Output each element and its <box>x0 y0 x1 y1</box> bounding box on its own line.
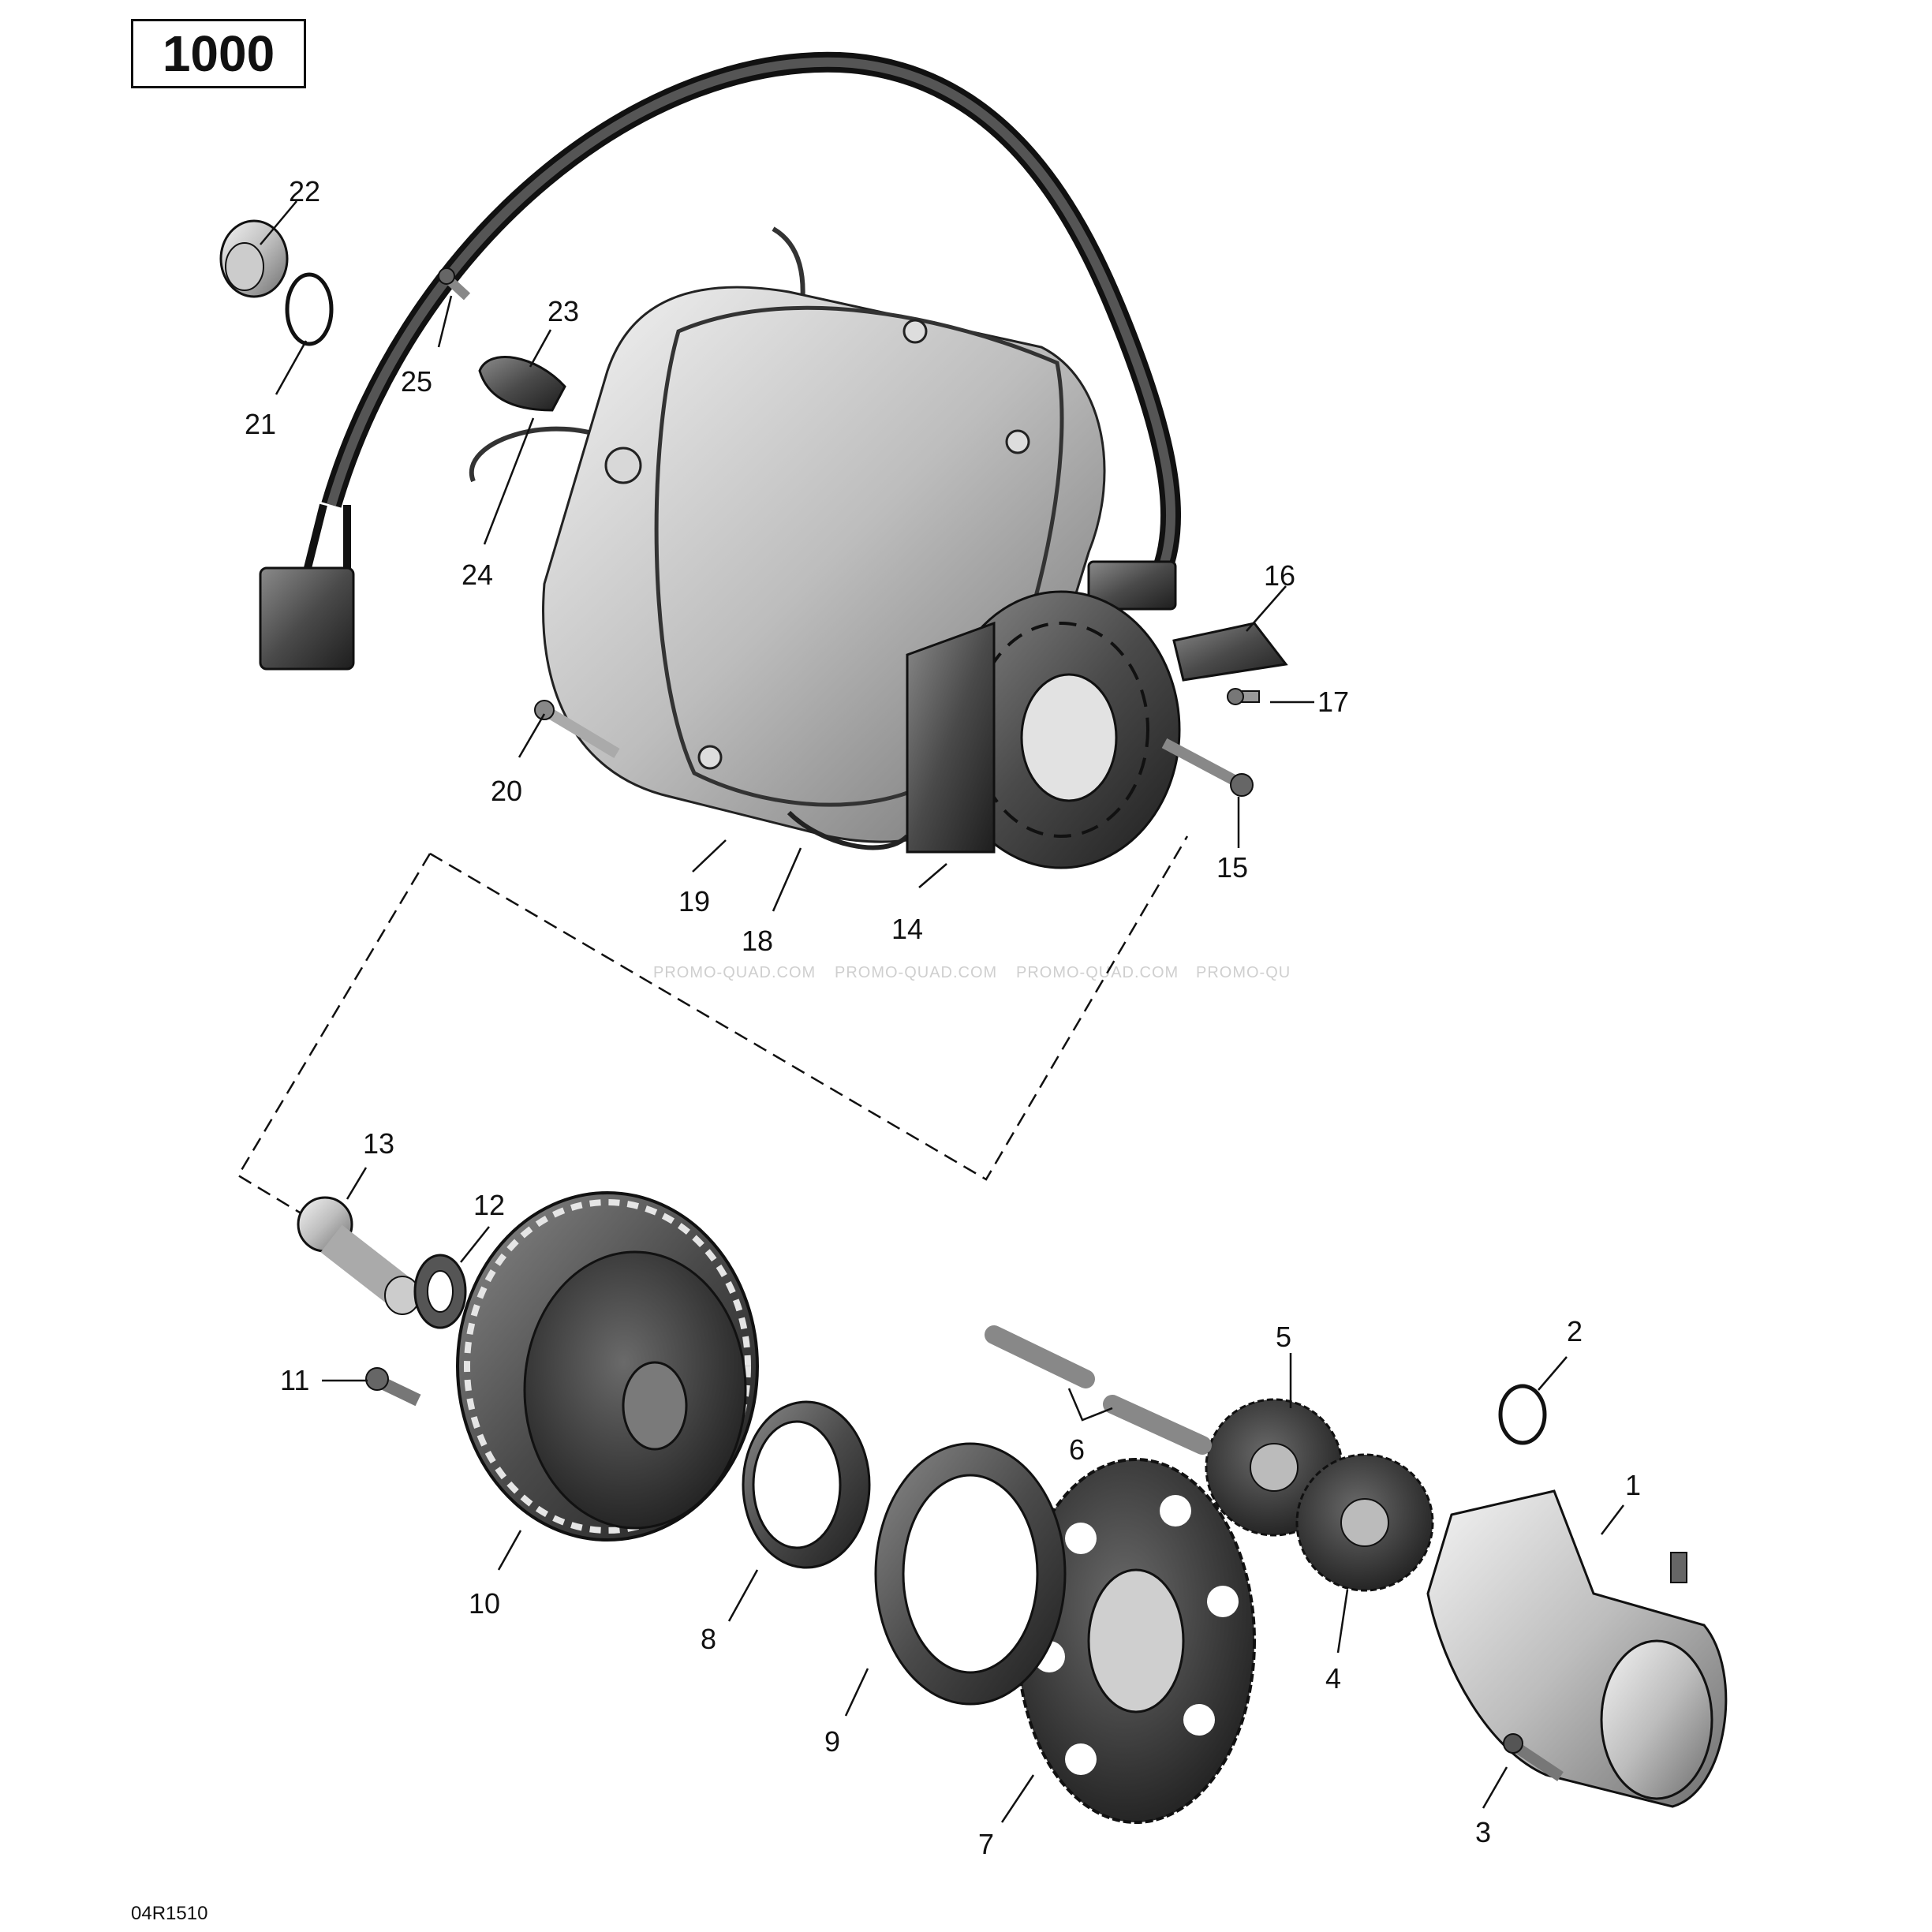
model-label: 1000 <box>131 19 306 88</box>
watermark-text: PROMO-QUA <box>1196 964 1291 981</box>
plug-22 <box>219 219 289 298</box>
assembly-boundary-dashed <box>429 835 1189 1181</box>
sensor-23 <box>478 356 566 412</box>
sprag-bearing <box>742 1400 871 1569</box>
callout-9: 9 <box>824 1725 840 1758</box>
callout-18: 18 <box>742 925 773 957</box>
bolt-13 <box>297 1196 420 1315</box>
callout-20: 20 <box>491 775 522 807</box>
o-ring-2 <box>1498 1384 1547 1445</box>
flywheel <box>456 1191 759 1541</box>
callout-4: 4 <box>1325 1662 1341 1695</box>
callout-1: 1 <box>1625 1469 1641 1501</box>
assembly-boundary-dashed <box>237 853 432 1214</box>
callout-23: 23 <box>547 295 579 327</box>
callouts: 22 21 23 25 24 16 17 15 20 19 18 14 13 1… <box>245 175 1641 1860</box>
callout-6: 6 <box>1069 1433 1085 1466</box>
bolt-20 <box>534 700 620 759</box>
starter-drive-gear <box>1016 1458 1256 1824</box>
callout-17: 17 <box>1317 686 1349 718</box>
callout-22: 22 <box>289 175 320 207</box>
callout-3: 3 <box>1475 1816 1491 1848</box>
watermark-text: PROMO-QUAD.COM <box>653 964 817 981</box>
leader-lines <box>260 200 1624 1823</box>
callout-25: 25 <box>401 365 432 398</box>
callout-14: 14 <box>891 913 923 945</box>
cover-gasket <box>787 810 910 850</box>
screw-17 <box>1227 688 1260 705</box>
gear-4 <box>1295 1453 1434 1592</box>
callout-2: 2 <box>1567 1315 1583 1347</box>
callout-12: 12 <box>473 1189 505 1221</box>
stator <box>906 590 1181 869</box>
callout-15: 15 <box>1216 851 1248 884</box>
callout-7: 7 <box>978 1828 994 1860</box>
bolt-15 <box>1161 738 1254 797</box>
callout-8: 8 <box>701 1623 716 1655</box>
callout-24: 24 <box>462 559 493 591</box>
callout-21: 21 <box>245 408 276 440</box>
wiring-harness <box>259 51 1182 671</box>
sensor-cover-16 <box>1172 622 1288 682</box>
bolt-3 <box>1503 1733 1564 1781</box>
callout-5: 5 <box>1276 1321 1291 1353</box>
callout-11: 11 <box>280 1364 309 1396</box>
washer-12 <box>413 1254 467 1329</box>
drawing-code: 04R1510 <box>131 1903 208 1924</box>
callout-10: 10 <box>469 1587 500 1620</box>
bolt-11 <box>365 1367 421 1407</box>
starter-motor <box>1426 1489 1728 1808</box>
watermark-text: PROMO-QUAD.COM <box>1016 964 1179 981</box>
callout-16: 16 <box>1264 559 1295 592</box>
thrust-washer <box>874 1442 1067 1706</box>
callout-19: 19 <box>678 885 710 917</box>
screw-25 <box>438 267 471 301</box>
callout-13: 13 <box>363 1127 394 1160</box>
o-ring-21 <box>285 272 334 346</box>
shafts-6 <box>985 1325 1212 1455</box>
watermark-text: PROMO-QUAD.COM <box>835 964 998 981</box>
